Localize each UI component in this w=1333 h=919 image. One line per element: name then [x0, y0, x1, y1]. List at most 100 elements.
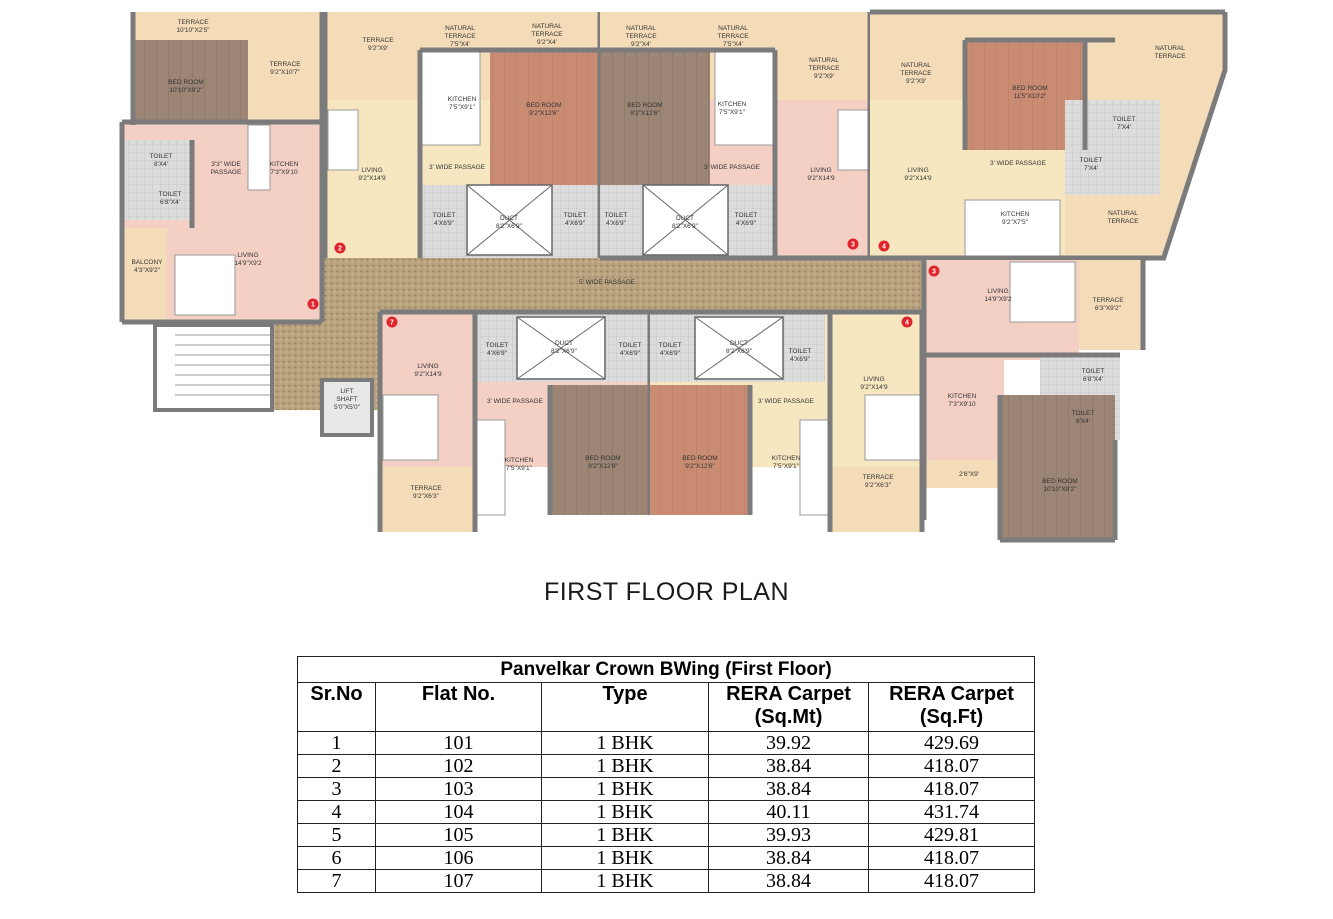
flat-marker: 7 [386, 316, 398, 328]
table-cell: 1 BHK [541, 777, 709, 801]
table-header-cell: Type [541, 682, 709, 732]
flat-6 [650, 309, 925, 532]
table-cell: 107 [375, 869, 542, 893]
flat-marker: 3 [928, 265, 940, 277]
table-cell: 418.07 [867, 777, 1036, 801]
flat-marker: 4 [901, 316, 913, 328]
table-cell: 5 [297, 823, 376, 847]
table-cell: 40.11 [708, 800, 869, 824]
table-cell: 1 BHK [541, 731, 709, 755]
svg-text:4: 4 [905, 320, 909, 327]
flat-2 [322, 12, 603, 258]
table-cell: 431.74 [867, 800, 1036, 824]
table-caption: Panvelkar Crown BWing (First Floor) [296, 656, 1036, 683]
flat-marker: 3 [847, 238, 859, 250]
table-cell: 3 [297, 777, 376, 801]
table-cell: 38.84 [708, 846, 869, 870]
table-cell: 101 [375, 731, 542, 755]
table-cell: 1 BHK [541, 823, 709, 847]
table-cell: 418.07 [867, 869, 1036, 893]
svg-text:4: 4 [882, 244, 886, 251]
table-cell: 7 [297, 869, 376, 893]
table-cell: 6 [297, 846, 376, 870]
flat-5 [921, 260, 1146, 543]
table-cell: 105 [375, 823, 542, 847]
table-cell: 418.07 [867, 754, 1036, 778]
table-header-cell: RERA Carpet(Sq.Mt) [708, 682, 869, 732]
table-cell: 429.69 [867, 731, 1036, 755]
table-header-cell: Flat No. [375, 682, 542, 732]
room-label: 3' WIDE PASSAGE [758, 398, 815, 405]
area-table: Panvelkar Crown BWing (First Floor) Sr.N… [296, 656, 1036, 893]
table-cell: 1 [297, 731, 376, 755]
flat-marker: 1 [307, 298, 319, 310]
table-cell: 4 [297, 800, 376, 824]
table-cell: 1 BHK [541, 846, 709, 870]
table-cell: 1 BHK [541, 754, 709, 778]
flat-marker: 2 [334, 242, 346, 254]
room-label: 3' WIDE PASSAGE [487, 398, 544, 405]
flat-1 [119, 12, 325, 325]
table-cell: 2 [297, 754, 376, 778]
table-cell: 102 [375, 754, 542, 778]
svg-text:3: 3 [851, 242, 855, 249]
table-header-cell: RERA Carpet(Sq.Ft) [867, 682, 1036, 732]
room-label: 2'6"X9' [959, 471, 979, 478]
table-header-cell: Sr.No [297, 682, 376, 732]
flat-4 [870, 9, 1228, 261]
table-cell: 38.84 [708, 869, 869, 893]
table-cell: 103 [375, 777, 542, 801]
table-cell: 39.92 [708, 731, 869, 755]
flat-marker: 4 [878, 240, 890, 252]
table-cell: 38.84 [708, 777, 869, 801]
table-cell: 1 BHK [541, 869, 709, 893]
table-cell: 38.84 [708, 754, 869, 778]
svg-text:1: 1 [311, 302, 315, 309]
